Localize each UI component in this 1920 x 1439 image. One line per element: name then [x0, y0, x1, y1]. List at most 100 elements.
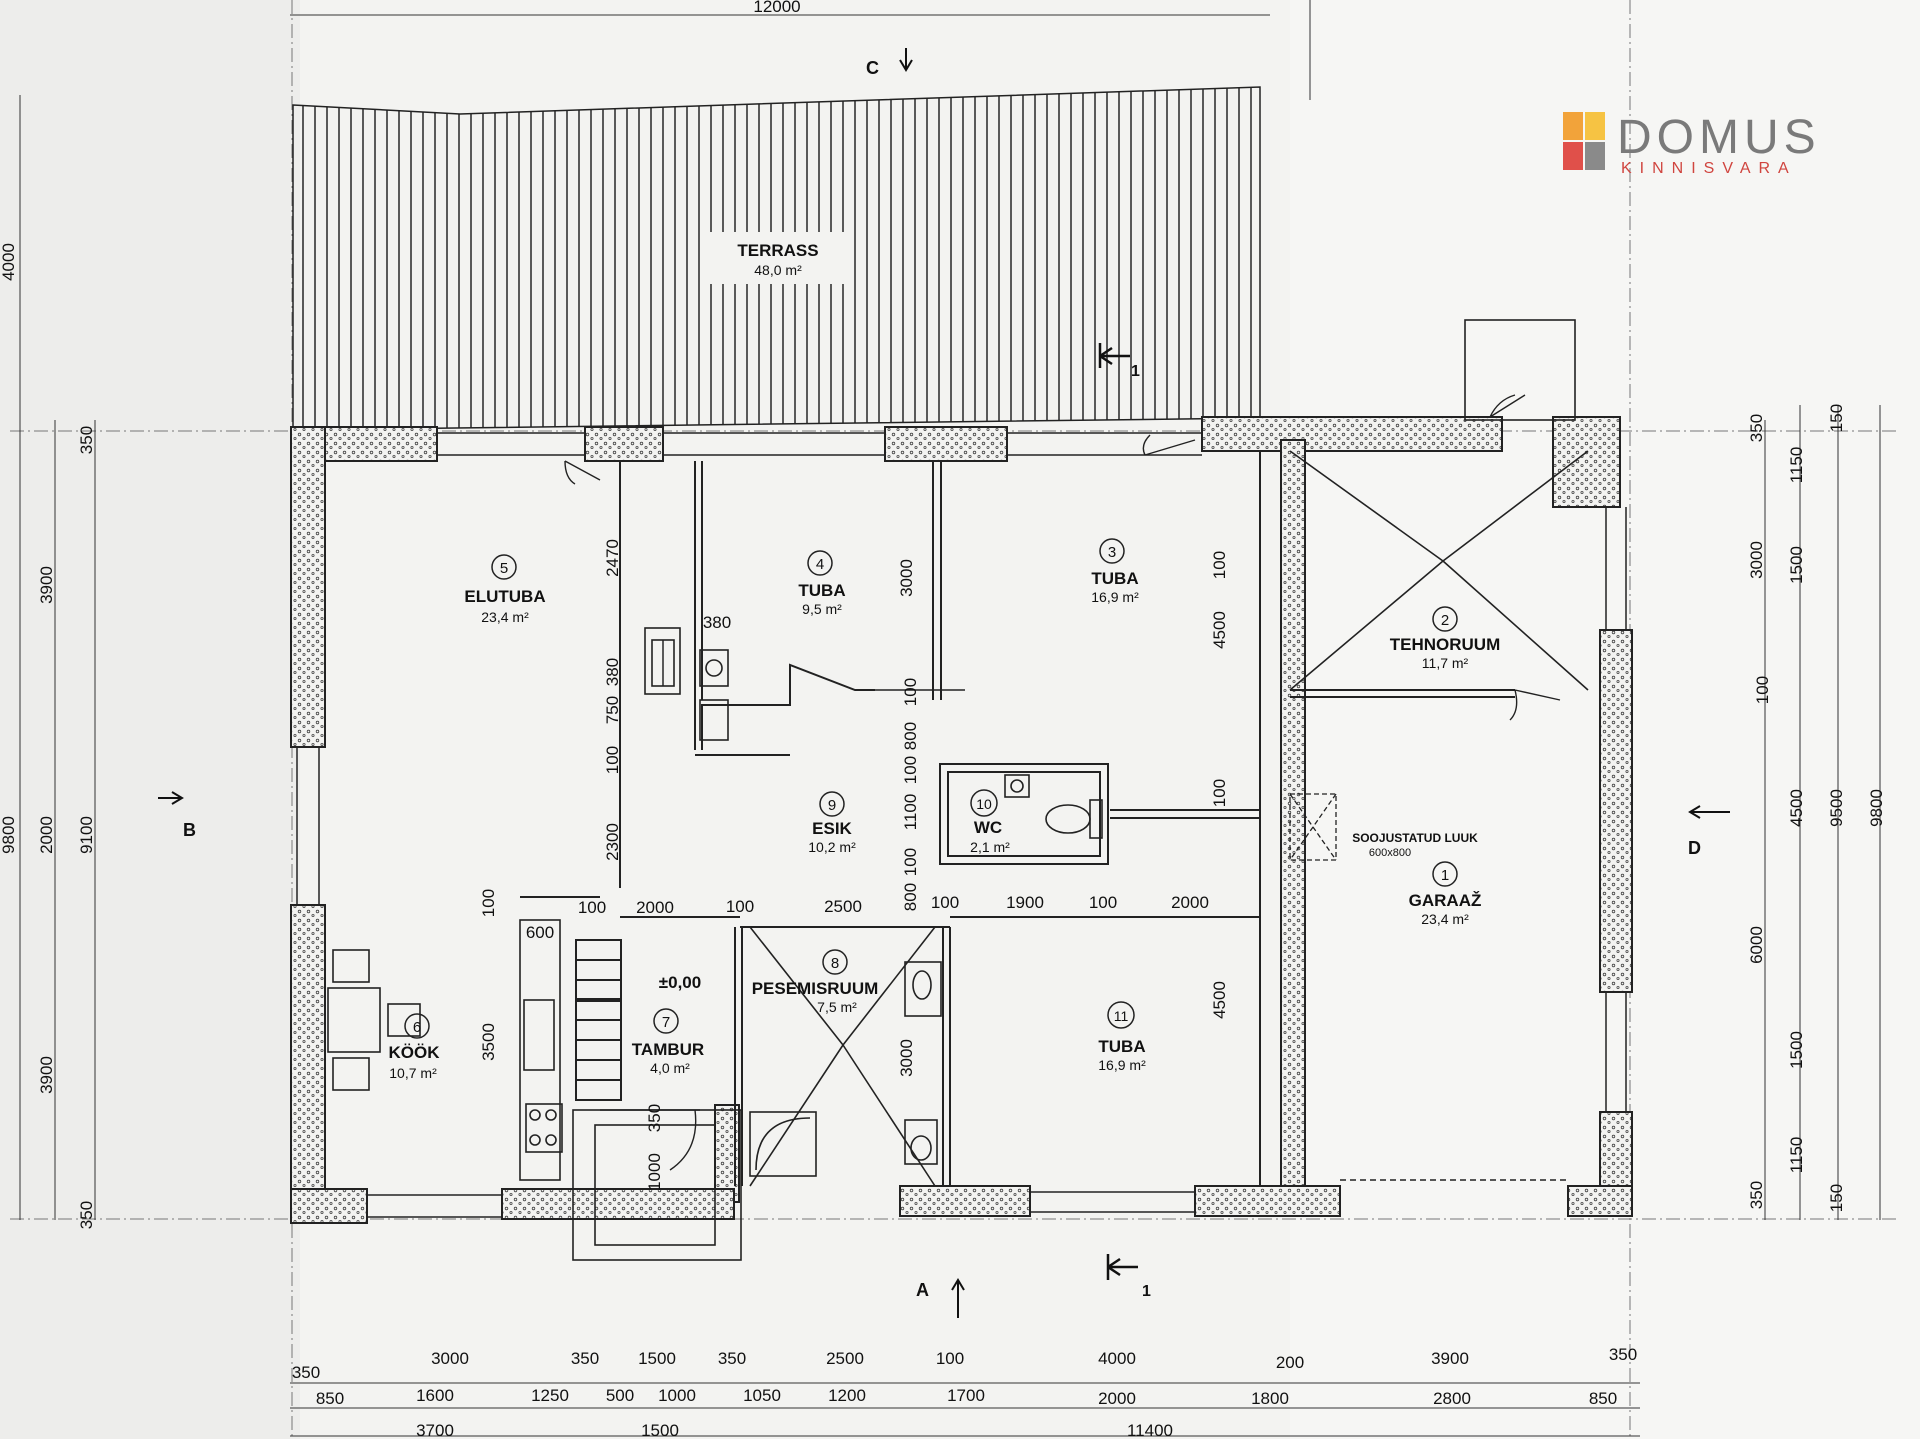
svg-text:2500: 2500 — [826, 1349, 864, 1368]
svg-text:100: 100 — [901, 756, 920, 784]
room-4-number: 4 — [816, 556, 824, 573]
svg-text:350: 350 — [1747, 1181, 1766, 1209]
room-11-number: 11 — [1114, 1008, 1129, 1024]
svg-text:2800: 2800 — [1433, 1389, 1471, 1408]
svg-text:1900: 1900 — [1006, 893, 1044, 912]
terrace — [292, 86, 1261, 431]
svg-text:2500: 2500 — [824, 897, 862, 916]
logo-title: DOMUS — [1617, 111, 1821, 164]
svg-text:4500: 4500 — [1787, 789, 1806, 827]
room-1-label: 1 GARAAŽ 23,4 m² SOOJUSTATUD LUUK 600x80… — [1352, 831, 1481, 927]
svg-text:1050: 1050 — [743, 1386, 781, 1405]
paper-shading — [0, 0, 300, 1439]
svg-text:9100: 9100 — [77, 816, 96, 854]
svg-text:100: 100 — [1089, 893, 1117, 912]
room-5-area: 23,4 m² — [481, 609, 529, 625]
room-10-label: 10 WC 2,1 m² — [970, 789, 1010, 855]
insulated-hatch — [1289, 793, 1337, 861]
svg-text:1600: 1600 — [416, 1386, 454, 1405]
svg-text:800: 800 — [901, 722, 920, 750]
svg-text:6000: 6000 — [1747, 926, 1766, 964]
svg-text:100: 100 — [726, 897, 754, 916]
svg-text:100: 100 — [901, 678, 920, 706]
room-2-name: TEHNORUUM — [1390, 635, 1501, 654]
room-11-label: 11 TUBA 16,9 m² — [1098, 1001, 1146, 1073]
bottom-dimensions-row1: 350 3000 350 1500 350 2500 100 4000 200 … — [292, 1345, 1637, 1382]
room-3-number: 3 — [1108, 544, 1116, 561]
room-7-number: 7 — [662, 1014, 670, 1031]
room-7-area: 4,0 m² — [650, 1060, 690, 1076]
svg-text:150: 150 — [1827, 1184, 1846, 1212]
svg-text:1000: 1000 — [645, 1153, 664, 1191]
interior-walls — [520, 451, 1515, 1186]
room-10-name: WC — [974, 818, 1002, 837]
svg-text:2000: 2000 — [636, 898, 674, 917]
room-8-area: 7,5 m² — [817, 999, 857, 1015]
svg-text:9800: 9800 — [1867, 789, 1886, 827]
svg-text:500: 500 — [606, 1386, 634, 1405]
room-2-area: 11,7 m² — [1422, 655, 1469, 671]
svg-text:600: 600 — [526, 923, 554, 942]
interior-dimensions: 2470 380 380 750 100 2300 3000 4500 100 … — [479, 539, 1229, 1191]
svg-text:1700: 1700 — [947, 1386, 985, 1405]
svg-text:150: 150 — [1827, 404, 1846, 432]
logo-mark — [1563, 112, 1607, 172]
svg-text:350: 350 — [292, 1363, 320, 1382]
room-4-label: 4 TUBA 9,5 m² — [798, 550, 846, 617]
dim-top-total: 12000 — [753, 0, 800, 16]
svg-text:2000: 2000 — [1171, 893, 1209, 912]
svg-text:2000: 2000 — [37, 816, 56, 854]
svg-text:1500: 1500 — [1787, 1031, 1806, 1069]
section-top-label: 1 — [1131, 363, 1140, 380]
right-dimensions: 350 1150 1500 100 4500 1500 1150 350 300… — [1747, 404, 1886, 1212]
svg-text:1500: 1500 — [638, 1349, 676, 1368]
view-d-label: D — [1688, 838, 1701, 858]
room-6-label: 6 KÖÖK 10,7 m² — [389, 1013, 440, 1081]
view-c-label: C — [866, 58, 879, 78]
svg-text:3900: 3900 — [37, 566, 56, 604]
svg-text:100: 100 — [578, 898, 606, 917]
svg-text:3000: 3000 — [897, 1039, 916, 1077]
view-a-label: A — [916, 1280, 929, 1300]
bottom-dimensions-row3: 3700 1500 11400 — [416, 1421, 1173, 1439]
svg-text:100: 100 — [1753, 676, 1772, 704]
room-number-circle — [491, 554, 517, 580]
room-6-area: 10,7 m² — [389, 1065, 437, 1081]
svg-text:1150: 1150 — [1787, 447, 1806, 484]
room-5-name: ELUTUBA — [464, 587, 545, 606]
room-9-label: 9 ESIK 10,2 m² — [808, 791, 856, 855]
view-b-label: B — [183, 820, 196, 840]
exterior-walls — [290, 416, 1633, 1224]
svg-text:850: 850 — [316, 1389, 344, 1408]
svg-text:1150: 1150 — [1787, 1137, 1806, 1174]
svg-text:100: 100 — [901, 848, 920, 876]
logo-subtitle: KINNISVARA — [1621, 160, 1797, 177]
svg-text:3500: 3500 — [479, 1023, 498, 1061]
room-8-label: 8 PESEMISRUUM 7,5 m² — [752, 949, 878, 1015]
svg-text:3700: 3700 — [416, 1421, 454, 1439]
svg-text:350: 350 — [77, 1201, 96, 1229]
wc-enclosure — [939, 763, 1109, 865]
room-2-label: 2 TEHNORUUM 11,7 m² — [1390, 606, 1501, 671]
hatch-size: 600x800 — [1369, 847, 1411, 859]
room-5-label: 5 ELUTUBA 23,4 m² — [464, 554, 546, 625]
level-marker: ±0,00 — [659, 973, 701, 992]
svg-text:750: 750 — [603, 696, 622, 724]
dining-table — [327, 949, 421, 1091]
room-1-name: GARAAŽ — [1409, 891, 1482, 910]
room-1-number: 1 — [1441, 867, 1449, 884]
terrace-area: 48,0 m² — [754, 262, 802, 278]
svg-text:2470: 2470 — [603, 539, 622, 577]
svg-text:2300: 2300 — [603, 823, 622, 861]
utility-box — [644, 627, 729, 741]
shower-tray — [749, 1111, 817, 1177]
room-1-area: 23,4 m² — [1421, 911, 1469, 927]
svg-text:2000: 2000 — [1098, 1389, 1136, 1408]
svg-text:1100: 1100 — [901, 794, 920, 831]
svg-text:100: 100 — [936, 1349, 964, 1368]
svg-text:1250: 1250 — [531, 1386, 569, 1405]
room-2-number: 2 — [1441, 612, 1449, 629]
svg-text:3000: 3000 — [1747, 541, 1766, 579]
view-markers: C B D A 1 1 — [158, 48, 1730, 1318]
svg-text:350: 350 — [77, 426, 96, 454]
